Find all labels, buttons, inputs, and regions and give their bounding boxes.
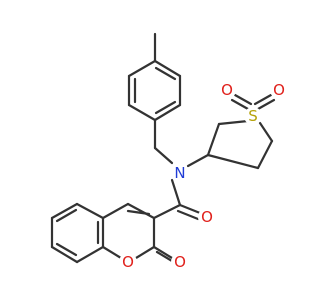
- atom-label-o: O: [273, 81, 285, 99]
- bond-s-o-left: [230, 98, 250, 111]
- bond-benzo-inner: [55, 208, 78, 223]
- atom-label-n: N: [174, 164, 185, 182]
- bond-amide-co: [176, 209, 200, 221]
- bond-benzo-inner: [55, 242, 78, 257]
- atom-oxygen-sulfonyl-left: O: [218, 81, 236, 99]
- bond-lactone-co: [155, 250, 174, 263]
- bond-s-o-right: [253, 93, 273, 106]
- bond-ring-a-inner: [154, 66, 177, 81]
- atom-label-s: S: [248, 107, 258, 125]
- bond-ring-a: [153, 103, 182, 122]
- bond-n-carbonyl: [170, 178, 182, 207]
- molecule-structure-diagram: N S O O O O O: [50, 32, 288, 271]
- bond-benzo: [50, 245, 79, 264]
- bond-amide-co: [178, 203, 202, 215]
- atom-oxygen-amide: O: [198, 208, 216, 226]
- bond-thiolane: [217, 119, 250, 126]
- bond-thiolane: [206, 122, 221, 157]
- bond-s-o-right: [256, 98, 276, 111]
- bond-n-thiolane: [186, 153, 210, 168]
- atom-label-o: O: [122, 253, 134, 271]
- bond-s-o-left: [233, 93, 253, 106]
- bond-ch2-n: [153, 146, 174, 165]
- bond-coumarin: [101, 202, 130, 220]
- bond-thiolane: [206, 153, 260, 170]
- atom-sulfur: S: [244, 107, 262, 125]
- bond-lactone-co: [152, 245, 174, 260]
- atom-label-o: O: [201, 208, 213, 226]
- bond-coumarin-inner: [126, 209, 151, 216]
- atom-layer: N S O O O O O: [119, 81, 288, 271]
- atom-nitrogen: N: [171, 164, 189, 182]
- bond-benzo: [50, 202, 79, 220]
- atom-oxygen-lactone: O: [171, 253, 189, 271]
- atom-label-o: O: [221, 81, 233, 99]
- bond-thiolane: [256, 139, 274, 170]
- bond-ring-a: [127, 103, 157, 122]
- bond-layer: [50, 32, 276, 264]
- bond-coumarin: [126, 202, 156, 220]
- bond-ring-a: [127, 59, 157, 78]
- bond-ring-a: [153, 59, 182, 78]
- atom-label-o: O: [174, 253, 186, 271]
- bond-thiolane: [258, 121, 274, 143]
- bond-ring-a-inner: [154, 100, 177, 115]
- bond-benzo: [75, 202, 105, 220]
- atom-oxygen-sulfonyl-right: O: [270, 81, 288, 99]
- bond-carbonyl-c3: [152, 203, 182, 220]
- atom-oxygen-ring: O: [119, 253, 137, 271]
- bond-benzo: [75, 245, 105, 264]
- bond-coumarin: [134, 245, 156, 260]
- bond-coumarin: [101, 245, 123, 260]
